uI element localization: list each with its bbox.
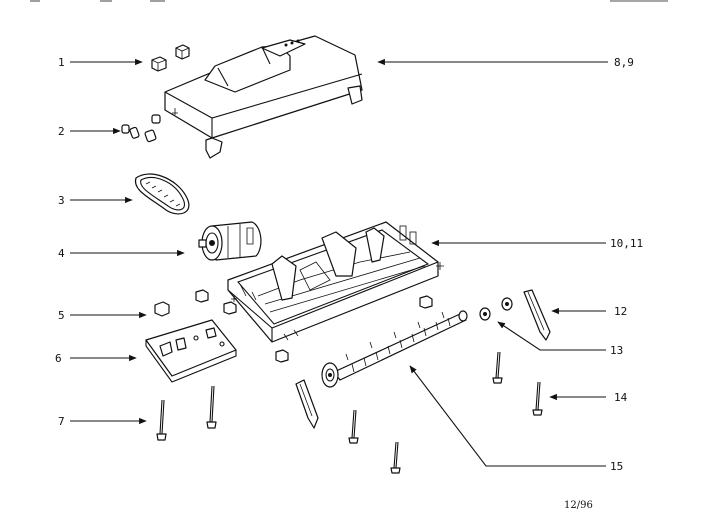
- part-4-motor: [198, 221, 262, 261]
- callout-10-11: 10,11: [610, 237, 643, 250]
- callout-2: 2: [58, 125, 65, 138]
- callout-1: 1: [58, 56, 65, 69]
- part-10-11-base: [227, 221, 444, 343]
- callout-13: 13: [610, 344, 623, 357]
- callout-8-9: 8,9: [614, 56, 634, 69]
- callout-15: 15: [610, 460, 623, 473]
- part-8-9-hood: [164, 35, 363, 159]
- callout-labels: 1 2 3 4 5 6 7 8,9 10,11 12 13 14 15: [55, 56, 643, 473]
- part-15-brushroll: [321, 310, 468, 388]
- callout-4: 4: [58, 247, 65, 260]
- part-5-rollers: [154, 289, 433, 363]
- part-2-caps: [121, 114, 161, 143]
- part-3-belt: [134, 173, 190, 215]
- callout-7: 7: [58, 415, 65, 428]
- callout-leaders: [70, 58, 608, 467]
- part-loose-hardware: [295, 289, 551, 474]
- callout-6: 6: [55, 352, 62, 365]
- date-stamp: 12/96: [564, 500, 593, 511]
- callout-12: 12: [614, 305, 627, 318]
- callout-3: 3: [58, 194, 65, 207]
- part-7-screws: [156, 385, 217, 441]
- callout-5: 5: [58, 309, 65, 322]
- callout-14: 14: [614, 391, 628, 404]
- part-1-blocks: [151, 44, 190, 72]
- part-6-switch-plate: [145, 319, 237, 383]
